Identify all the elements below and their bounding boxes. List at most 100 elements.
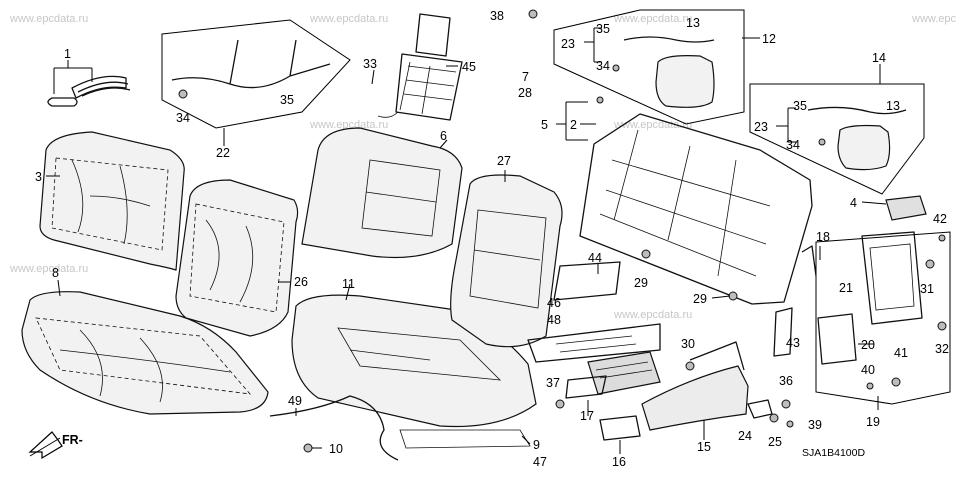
handle-bezel: [599, 415, 641, 441]
callout-13: 13: [686, 16, 700, 30]
lower-heater-panel: [587, 351, 661, 395]
passthrough-frame: [861, 231, 923, 325]
callout-22: 22: [216, 146, 230, 160]
callout-33: 33: [363, 57, 377, 71]
callout-27: 27: [497, 154, 511, 168]
watermarks: www.epcdata.ru www.epcdata.ru www.epcdat…: [9, 13, 957, 321]
callout-23b: 23: [754, 120, 768, 134]
drawing-code: SJA1B4100D: [802, 447, 865, 459]
watermark-1: www.epcdata.ru: [9, 13, 88, 25]
watermark-2: www.epcdata.ru: [309, 13, 388, 25]
callout-42: 42: [933, 212, 947, 226]
callout-7: 7: [522, 70, 529, 84]
seatback-frame: [579, 113, 813, 305]
callout-17: 17: [580, 409, 594, 423]
seat-cushion-cover: [21, 291, 269, 415]
callout-16: 16: [612, 455, 626, 469]
callout-34b: 34: [596, 59, 610, 73]
callout-4: 4: [850, 196, 857, 210]
callout-38: 38: [490, 9, 504, 23]
callout-32: 32: [935, 342, 949, 356]
watermark-8: www.epcdata.ru: [613, 309, 692, 321]
callout-10: 10: [329, 442, 343, 456]
leader-1: [53, 60, 93, 94]
callout-40: 40: [861, 363, 875, 377]
callout-37: 37: [546, 376, 560, 390]
headrest-upper: [623, 36, 715, 108]
latch-assembly: [773, 307, 793, 357]
seatback-mat: [553, 261, 621, 301]
seat-back-cover: [39, 131, 185, 271]
callout-30: 30: [681, 337, 695, 351]
callout-35: 35: [280, 93, 294, 107]
harness-box: [161, 19, 351, 129]
callout-45: 45: [462, 60, 476, 74]
callout-25: 25: [768, 435, 782, 449]
callout-35b: 35: [596, 22, 610, 36]
callout-11: 11: [342, 277, 355, 291]
callout-1: 1: [64, 47, 71, 61]
callout-31: 31: [920, 282, 934, 296]
callout-29: 29: [634, 276, 648, 290]
watermark-7: www.epcdata.ru: [9, 263, 88, 275]
seat-pad-insert: [565, 375, 607, 399]
callout-41: 41: [894, 346, 908, 360]
callout-9: 9: [533, 438, 540, 452]
headrest-box-upper: [553, 9, 745, 125]
callout-47: 47: [533, 455, 547, 469]
callout-39: 39: [808, 418, 822, 432]
trunk-pass-through: [641, 341, 749, 431]
callout-20: 20: [861, 338, 875, 352]
callout-34c: 34: [786, 138, 800, 152]
trim-clip-set: [47, 75, 131, 107]
center-seatback: [301, 127, 463, 259]
seat-back-pad: [175, 179, 299, 337]
wire-harness: [171, 39, 331, 89]
watermark-3: www.epcdata.ru: [613, 13, 692, 25]
passthrough-box: [815, 231, 951, 405]
callout-44: 44: [588, 251, 602, 265]
armrest: [885, 195, 927, 221]
callout-12: 12: [762, 32, 776, 46]
callout-2: 2: [570, 118, 577, 132]
leader-lines: [46, 27, 887, 454]
callout-8: 8: [52, 266, 59, 280]
front-arrow-label: FR-: [62, 433, 83, 447]
callout-24: 24: [738, 429, 752, 443]
heater-elements: [527, 323, 661, 363]
callout-15: 15: [697, 440, 711, 454]
cushion-wire: [269, 395, 399, 461]
callout-43: 43: [786, 336, 800, 350]
front-arrow: FR-: [28, 431, 83, 460]
callout-35c: 35: [793, 99, 807, 113]
hinge-bolt: [801, 245, 817, 277]
callout-23: 23: [561, 37, 575, 51]
callout-21: 21: [839, 281, 853, 295]
callout-18: 18: [816, 230, 830, 244]
callout-36: 36: [779, 374, 793, 388]
cushion-strap: [399, 429, 531, 449]
seat-heater-mat: [377, 13, 463, 121]
rear-seatback: [450, 174, 563, 348]
bracket-24: [747, 399, 773, 419]
callout-48: 48: [547, 313, 561, 327]
callouts: 1 3 8 34 22 35 33 45 6 26 11 27 38 7 28 …: [35, 9, 949, 469]
watermark-6: www.epcdata.ru: [613, 119, 692, 131]
callout-34: 34: [176, 111, 190, 125]
headrest-side: [807, 106, 907, 171]
fasteners: [178, 9, 947, 453]
callout-13b: 13: [886, 99, 900, 113]
callout-29b: 29: [693, 292, 707, 306]
callout-14: 14: [872, 51, 886, 65]
callout-28: 28: [518, 86, 532, 100]
callout-6: 6: [440, 129, 447, 143]
callout-19: 19: [866, 415, 880, 429]
watermark-5: www.epcdata.ru: [309, 119, 388, 131]
headrest-box-side: [749, 83, 925, 195]
callout-46: 46: [547, 296, 561, 310]
watermark-4: www.epc: [911, 13, 957, 25]
callout-49: 49: [288, 394, 302, 408]
callout-5: 5: [541, 118, 548, 132]
callout-3: 3: [35, 170, 42, 184]
